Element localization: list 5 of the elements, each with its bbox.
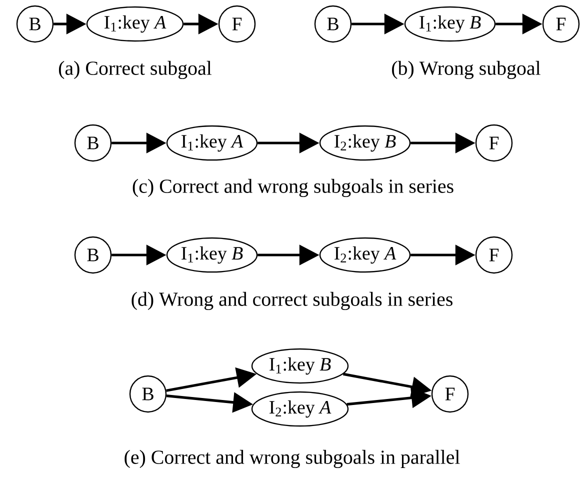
subfigure-caption: (e) Correct and wrong subgoals in parallel bbox=[124, 450, 460, 468]
subfigure-caption: (d) Wrong and correct subgoals in series bbox=[132, 292, 452, 310]
subfigure-caption: (c) Correct and wrong subgoals in series bbox=[132, 178, 454, 198]
subfigure-caption: (b) Wrong subgoal bbox=[392, 60, 540, 80]
subfigure-caption: (a) Correct subgoal bbox=[58, 60, 212, 80]
